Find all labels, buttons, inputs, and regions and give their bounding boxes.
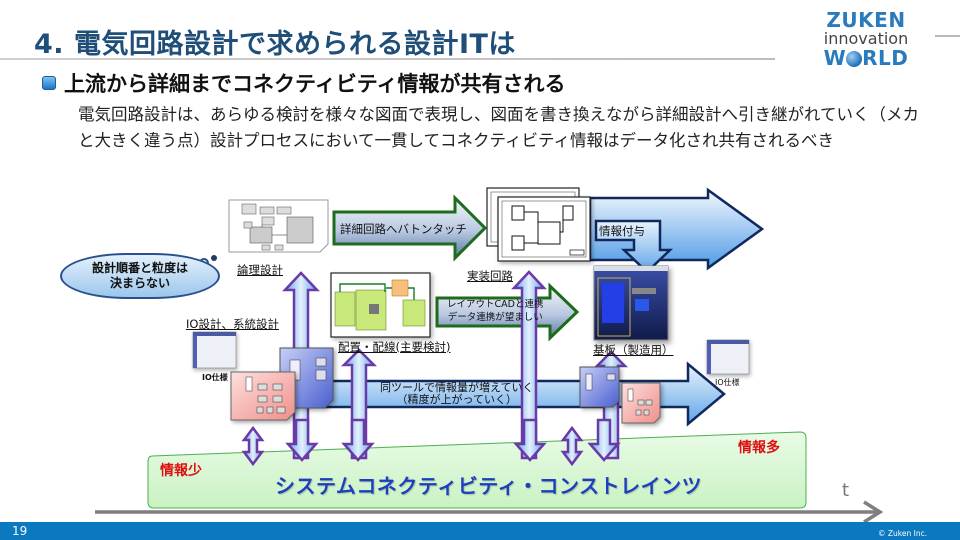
label-io-spec-right: IO仕様 xyxy=(715,378,740,387)
label-impl-circuit: 実装回路 xyxy=(467,269,513,283)
cloud-line-2: 決まらない xyxy=(109,276,170,290)
cloud-callout: 設計順番と粒度は 決まらない xyxy=(60,253,220,299)
bullet-icon xyxy=(42,76,56,90)
system-connectivity-constraints: システムコネクティビティ・コンストレインツ xyxy=(275,474,703,498)
down-arrow-4 xyxy=(587,418,621,462)
power-diagram-card-right xyxy=(621,382,661,424)
label-placement: 配置・配線(主要検討) xyxy=(338,340,451,354)
board-thumbnail xyxy=(593,265,669,341)
globe-icon xyxy=(846,51,863,67)
label-io-spec-left: IO仕様 xyxy=(202,373,228,382)
down-arrow-1 xyxy=(285,418,319,462)
layout-cad-line-2: データ連携が望ましい xyxy=(447,312,543,323)
logo-line-1: ZUKEN xyxy=(826,8,906,32)
logo-line-3: W RLD xyxy=(818,48,914,68)
block-diagram-card-right xyxy=(579,366,620,408)
body-paragraph: 電気回路設計は、あらゆる検討を様々な図面で表現し、図面を書き換えながら詳細設計へ… xyxy=(78,105,920,150)
down-arrow-3 xyxy=(513,418,547,462)
copyright: © Zuken Inc. xyxy=(878,529,928,538)
subtitle: 上流から詳細までコネクティビティ情報が共有される xyxy=(42,68,565,98)
down-arrows xyxy=(285,418,621,462)
handoff-arrow xyxy=(332,194,488,262)
layout-cad-line-1: レイアウトCADと連携 xyxy=(447,299,544,310)
page-number: 19 xyxy=(12,524,28,538)
info-add-arrow-label: 情報付与 xyxy=(599,224,645,238)
layout-cad-arrow xyxy=(435,282,580,342)
label-io-design: IO設計、系統設計 xyxy=(186,317,279,331)
footer-bar xyxy=(0,522,960,540)
info-band xyxy=(147,431,807,509)
label-board: 基板（製造用） xyxy=(593,343,674,357)
time-axis-arrowhead xyxy=(863,500,884,524)
logo-line-2: innovation xyxy=(823,29,909,48)
io-spec-table-left xyxy=(192,331,237,369)
double-arrow-left xyxy=(241,425,265,467)
io-spec-table-right xyxy=(706,339,750,375)
label-logic-design: 論理設計 xyxy=(237,263,283,277)
title-divider xyxy=(0,58,775,60)
info-few-label: 情報少 xyxy=(160,463,202,479)
cloud-line-1: 設計順番と粒度は xyxy=(91,261,188,275)
info-many-label: 情報多 xyxy=(738,440,780,456)
up-arrow-placement xyxy=(340,348,378,460)
down-arrow-2 xyxy=(341,418,375,462)
same-tool-line-1: 同ツールで情報量が増えていく xyxy=(380,381,534,394)
double-arrow-right xyxy=(560,425,584,467)
power-diagram-card-left xyxy=(230,371,296,421)
logo-w: W xyxy=(823,46,847,70)
zuken-logo: ZUKEN innovation W RLD xyxy=(818,10,914,68)
time-axis-label: t xyxy=(842,480,850,501)
handoff-arrow-label: 詳細回路へバトンタッチ xyxy=(340,222,467,236)
bubble-dot-small xyxy=(211,255,217,261)
impl-circuit-thumbnail xyxy=(486,187,591,262)
logic-design-thumbnail xyxy=(228,199,329,253)
slide-title: 4. 電気回路設計で求められる設計ITは xyxy=(34,29,516,60)
info-add-arrow xyxy=(594,219,674,274)
layout-cad-arrow-label: レイアウトCADと連携 データ連携が望ましい xyxy=(447,298,543,324)
title-divider-right xyxy=(935,35,960,37)
same-tool-arrow-label: 同ツールで情報量が増えていく （精度が上がっていく） xyxy=(380,382,533,406)
same-tool-line-2: （精度が上がっていく） xyxy=(396,393,517,406)
logo-rld: RLD xyxy=(862,46,909,70)
subtitle-text: 上流から詳細までコネクティビティ情報が共有される xyxy=(64,72,566,96)
placement-thumbnail xyxy=(330,272,431,338)
